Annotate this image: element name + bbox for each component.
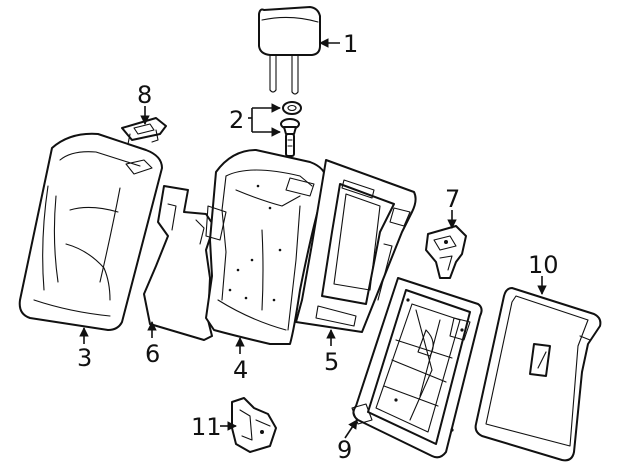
part-seatback-structure bbox=[295, 159, 417, 333]
callout-10: 10 bbox=[528, 251, 559, 279]
callout-5: 5 bbox=[324, 348, 339, 376]
part-rear-panel bbox=[351, 277, 483, 459]
part-rear-trim-panel bbox=[474, 287, 602, 462]
part-back-panel bbox=[143, 185, 215, 341]
callout-7: 7 bbox=[445, 185, 460, 213]
callout-9: 9 bbox=[337, 436, 352, 464]
callout-8: 8 bbox=[137, 81, 152, 109]
callout-3: 3 bbox=[77, 344, 92, 372]
callout-1: 1 bbox=[343, 30, 358, 58]
part-headrest bbox=[258, 6, 321, 95]
part-latch bbox=[425, 225, 467, 279]
callout-2: 2 bbox=[229, 106, 244, 134]
callout-4: 4 bbox=[233, 356, 248, 384]
part-bracket bbox=[231, 397, 277, 453]
part-headrest-guide bbox=[280, 101, 302, 157]
part-seatback-frame bbox=[205, 149, 327, 345]
callout-6: 6 bbox=[145, 340, 160, 368]
leader-lines bbox=[79, 38, 547, 439]
callout-11: 11 bbox=[191, 413, 222, 441]
part-seatback-cover bbox=[18, 132, 163, 331]
part-latch-bezel bbox=[121, 117, 167, 147]
